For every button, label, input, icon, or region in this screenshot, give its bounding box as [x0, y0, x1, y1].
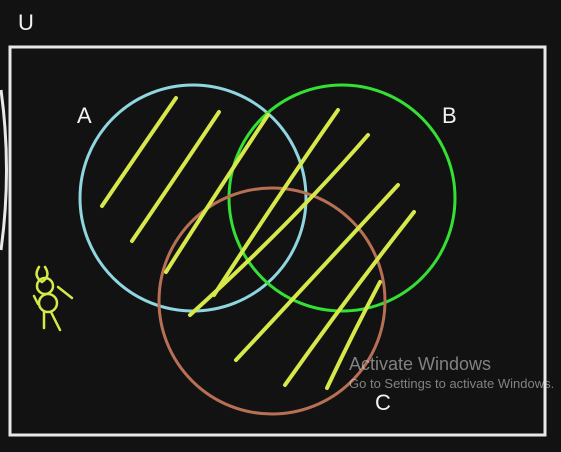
set-b-circle [227, 83, 457, 313]
shade-stroke [130, 110, 221, 243]
set-b-label: B [442, 103, 457, 128]
shade-stroke [234, 183, 400, 362]
left-edge-arc [0, 89, 8, 251]
shade-stroke [325, 280, 382, 390]
activation-watermark: Activate Windows Go to Settings to activ… [349, 353, 561, 393]
doodle-figure [32, 265, 74, 332]
set-c-label: C [375, 390, 391, 415]
shade-stroke [164, 113, 270, 274]
universe-rectangle [8, 45, 547, 437]
set-a-circle [78, 83, 308, 313]
set-a-label: A [77, 103, 92, 128]
watermark-subtitle: Go to Settings to activate Windows. [349, 376, 555, 391]
union-shading [100, 96, 416, 390]
universe-label: U [18, 10, 34, 35]
shade-stroke [100, 96, 178, 208]
set-c-circle [157, 186, 387, 416]
shade-stroke [188, 133, 370, 317]
watermark-title: Activate Windows [349, 354, 492, 374]
shade-stroke [212, 108, 340, 297]
shade-stroke [283, 210, 416, 387]
